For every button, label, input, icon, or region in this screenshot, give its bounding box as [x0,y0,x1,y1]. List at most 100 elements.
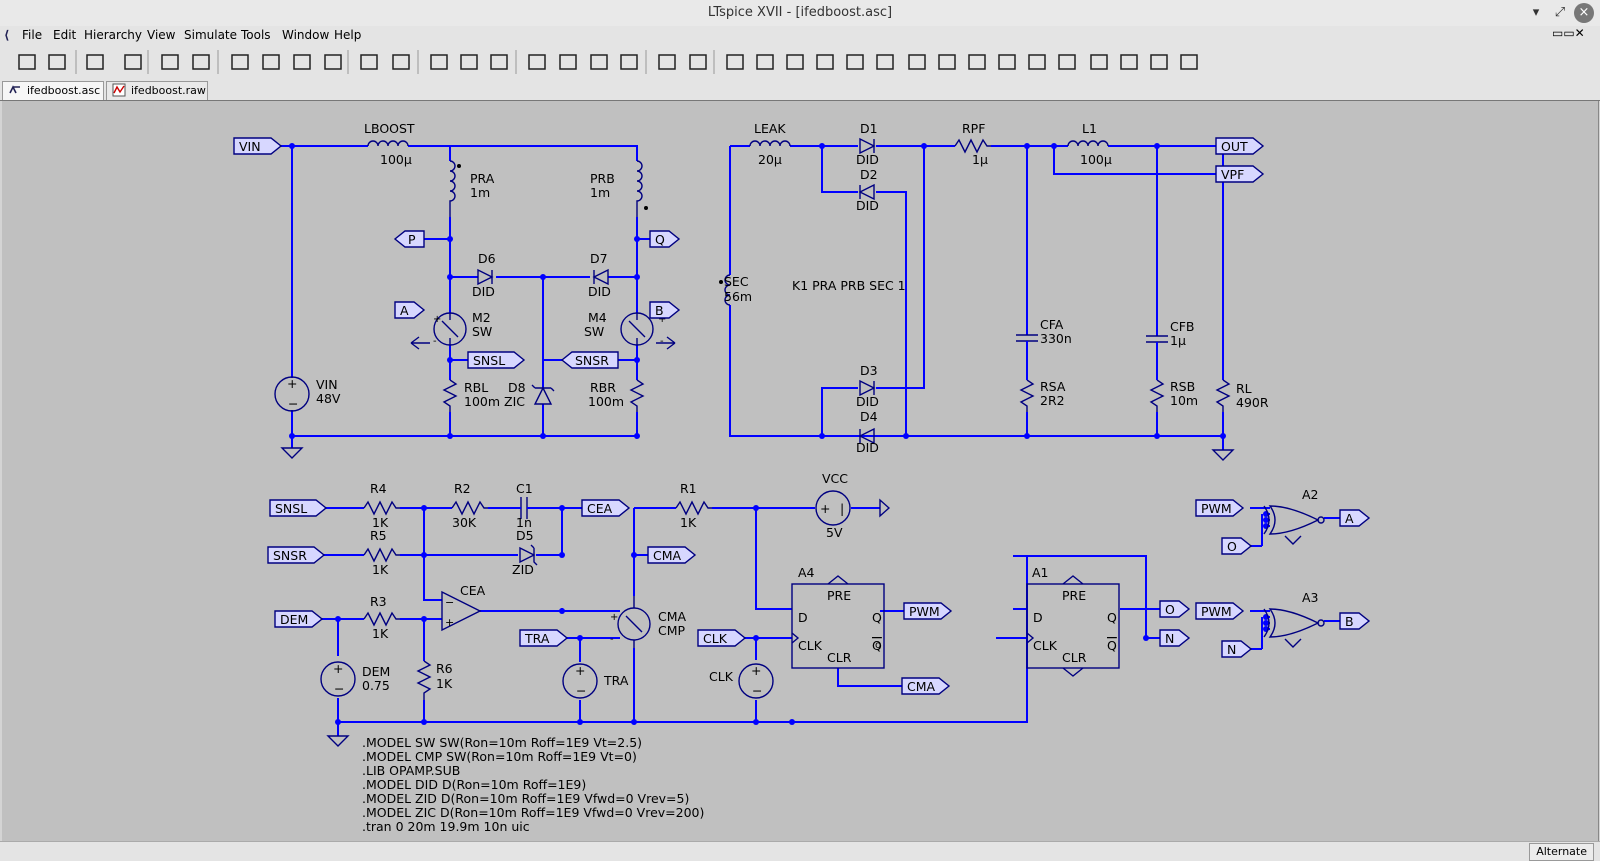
component-icon[interactable] [934,50,960,74]
tab-schematic[interactable]: ifedboost.asc [2,81,104,100]
inductor-lboost[interactable] [367,140,409,147]
net-label[interactable]: N [1221,640,1253,658]
source-tra[interactable]: +− [562,663,598,699]
autorange-icon[interactable] [388,50,414,74]
flipflop-a1[interactable] [1026,575,1120,677]
resistor-rbl[interactable] [442,379,458,412]
diode-icon[interactable] [904,50,930,74]
diode-d7[interactable] [592,268,609,286]
net-label[interactable]: B [649,301,681,319]
diode-d5[interactable] [519,544,538,566]
tile-v-icon[interactable] [456,50,482,74]
minimize-button[interactable]: ▾ [1532,5,1540,20]
zoom-cancel-icon[interactable] [320,50,346,74]
resistor-rpf[interactable] [954,138,991,154]
find-icon[interactable] [616,50,642,74]
print-setup-icon[interactable] [654,50,680,74]
net-label[interactable]: VIN [233,137,283,155]
cut-icon[interactable] [524,50,550,74]
inductor-pra[interactable] [449,160,461,217]
net-label[interactable]: SNSR [560,351,619,369]
net-label[interactable]: VPF [1215,165,1265,183]
flipflop-a4[interactable]: o [791,575,885,669]
menu-edit[interactable]: Edit [53,28,77,42]
resistor-rbr[interactable] [629,379,645,412]
halt-icon[interactable] [157,50,183,74]
mirror-icon[interactable] [1116,50,1142,74]
switch-cma[interactable]: +- [610,596,651,648]
net-label[interactable]: A [394,301,426,319]
diode-d4[interactable] [858,427,875,445]
tile-h-icon[interactable] [426,50,452,74]
capacitor-icon[interactable] [842,50,868,74]
diode-d8[interactable] [531,384,555,405]
control-panel-icon[interactable] [120,50,146,74]
net-label[interactable]: TRA [519,629,569,647]
mdi-window-controls[interactable]: ▭▭✕ [1552,26,1585,40]
inductor-sec[interactable] [719,274,731,306]
print-icon[interactable] [685,50,711,74]
net-label[interactable]: CLK [697,629,747,647]
redo-icon[interactable] [1054,50,1080,74]
net-label[interactable]: PWM [903,602,953,620]
net-label[interactable]: O [1221,537,1253,555]
net-label[interactable]: SNSL [269,499,328,517]
save-icon[interactable] [82,50,108,74]
inductor-prb[interactable] [636,160,648,217]
inductor-leak[interactable] [749,140,791,147]
source-clk[interactable]: +− [738,663,774,699]
resistor-r3[interactable] [363,611,400,627]
undo-icon[interactable] [1024,50,1050,74]
draw-wire-icon[interactable] [722,50,748,74]
inductor-l1[interactable] [1067,140,1109,147]
net-label[interactable]: OUT [1215,137,1265,155]
menu-help[interactable]: Help [334,28,362,42]
coupling-directive[interactable]: K1 PRA PRB SEC 1 [792,278,906,293]
resistor-icon[interactable] [812,50,838,74]
source-vin[interactable]: +− [274,376,310,412]
inductor-icon[interactable] [872,50,898,74]
resistor-rsa[interactable] [1019,379,1035,412]
source-vcc[interactable]: +| [815,490,851,526]
copy-icon[interactable] [555,50,581,74]
opamp-cea[interactable]: −+ [441,590,482,632]
resistor-rl[interactable] [1215,379,1231,412]
open-icon[interactable] [44,50,70,74]
net-label[interactable]: PWM [1195,499,1245,517]
text-icon[interactable] [1146,50,1172,74]
net-label[interactable]: B [1339,612,1371,630]
rotate-icon[interactable] [1086,50,1112,74]
net-label[interactable]: DEM [274,610,324,628]
switch-m4[interactable]: +- [620,312,676,350]
net-label[interactable]: A [1339,509,1371,527]
net-label[interactable]: CMA [901,677,951,695]
resistor-r4[interactable] [363,500,400,516]
resistor-r2[interactable] [451,500,488,516]
gate-a3[interactable] [1263,608,1325,648]
resistor-r5[interactable] [363,547,400,563]
net-label[interactable]: Q [649,230,681,248]
capacitor-c1[interactable] [516,497,532,519]
zoom-full-icon[interactable] [258,50,284,74]
net-label[interactable]: CEA [581,499,631,517]
resistor-r6[interactable] [416,660,432,700]
run-icon[interactable] [14,50,40,74]
gate-a2[interactable] [1263,505,1325,545]
spice-directive-icon[interactable] [1176,50,1202,74]
diode-d3[interactable] [859,379,876,397]
label-net-icon[interactable] [782,50,808,74]
capacitor-cfb[interactable] [1146,335,1168,380]
menu-file[interactable]: File [22,28,43,42]
app-icon[interactable]: ⟨ [4,28,10,42]
drag-icon[interactable] [994,50,1020,74]
resistor-r1[interactable] [675,500,712,516]
pan-icon[interactable] [188,50,214,74]
net-label[interactable]: CMA [647,546,697,564]
net-label[interactable]: N [1159,629,1191,647]
diode-d2[interactable] [858,183,875,201]
menu-tools[interactable]: Tools [241,28,271,42]
capacitor-cfa[interactable] [1016,334,1038,380]
diode-d1[interactable] [859,137,876,155]
